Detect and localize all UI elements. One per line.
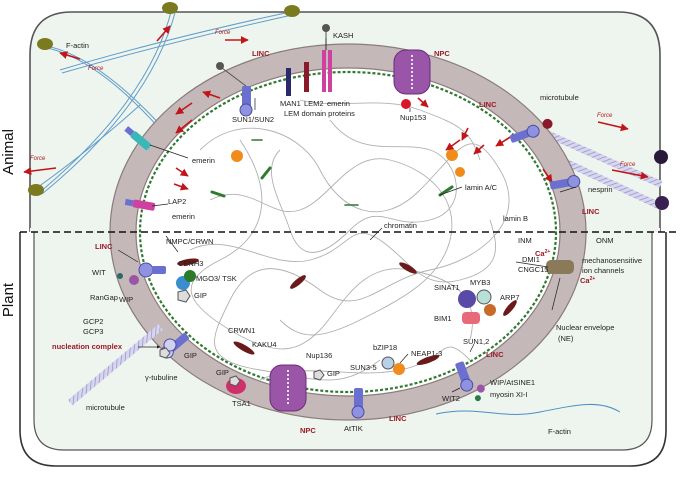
label-neap: NEAP1-3: [411, 349, 442, 358]
label-microtubule-plant: microtubule: [86, 403, 125, 412]
label-npc-bottom: NPC: [300, 426, 316, 435]
label-sun3-5: SUN3-5: [350, 363, 377, 372]
label-npc-top: NPC: [434, 49, 450, 58]
label-gamma-tubuline: γ-tubuline: [145, 373, 178, 382]
orange-proteins: [231, 149, 465, 177]
nucleation-complex: [67, 324, 177, 406]
label-bzip18: bZIP18: [373, 343, 397, 352]
label-mechanosensitive: mechanosensitive: [582, 256, 642, 265]
force-arrows: [23, 25, 649, 191]
label-wip: WIP: [119, 295, 133, 304]
label-ion-channels: ion channels: [582, 266, 624, 275]
label-ne: (NE): [558, 334, 574, 343]
label-nup136: Nup136: [306, 351, 332, 360]
plant-nuclear-proteins: [176, 270, 496, 394]
leader-lines: [117, 38, 577, 393]
label-wit: WIT: [92, 268, 106, 277]
label-chromatin: chromatin: [384, 221, 417, 230]
label-rangap: RanGap: [90, 293, 118, 302]
label-arp7: ARP7: [500, 293, 520, 302]
force-label-3: Force: [30, 156, 46, 162]
label-lap2: LAP2: [168, 197, 186, 206]
chromatin: [189, 99, 510, 381]
label-nmpc-crwn: NMPC/CRWN: [166, 237, 213, 246]
lamin-rods: [210, 139, 454, 206]
label-gip-3: GIP: [327, 369, 340, 378]
label-gip-2: GIP: [184, 351, 197, 360]
label-linc-6: LINC: [389, 414, 407, 423]
nuclear-lamina: [138, 70, 558, 394]
label-man1: MAN1: [280, 99, 301, 108]
label-linc-4: LINC: [95, 242, 113, 251]
label-nuclear-envelope: Nuclear envelope: [556, 323, 614, 332]
section-label-animal: Animal: [0, 129, 17, 175]
label-gcp2: GCP2: [83, 317, 103, 326]
label-cenh3: CENH3: [178, 259, 203, 268]
label-f-actin-top: F-actin: [66, 41, 89, 50]
linc-complexes: [117, 62, 581, 419]
label-gcp3: GCP3: [83, 327, 103, 336]
label-ca-1: Ca2+: [535, 249, 550, 258]
label-bim1: BIM1: [434, 314, 452, 323]
label-onm: ONM: [596, 236, 614, 245]
force-label-4: Force: [597, 113, 613, 119]
label-sinat1: SINAT1: [434, 283, 460, 292]
label-crwn1: CRWN1: [228, 326, 255, 335]
label-sun1-sun2: SUN1/SUN2: [232, 115, 274, 124]
label-linc-2: LINC: [479, 100, 497, 109]
label-myb3: MYB3: [470, 278, 490, 287]
label-emerin-mid: emerin: [192, 156, 215, 165]
label-linc-1: LINC: [252, 49, 270, 58]
label-dmi1: DMI1: [522, 255, 540, 264]
force-label-5: Force: [620, 162, 636, 168]
label-gip-4: GIP: [216, 368, 229, 377]
label-emerin-low: emerin: [172, 212, 195, 221]
label-microtubule-animal: microtubule: [540, 93, 579, 102]
label-wit2: WIT2: [442, 394, 460, 403]
label-emerin-top: emerin: [327, 99, 350, 108]
force-label-2: Force: [215, 30, 231, 36]
label-linc-3: LINC: [582, 207, 600, 216]
label-f-actin-bottom: F-actin: [548, 427, 571, 436]
label-tsa1: TSA1: [232, 399, 251, 408]
label-wip-atsine1: WIP/AtSINE1: [490, 378, 535, 387]
label-gip-1: GIP: [194, 291, 207, 300]
label-lem2: LEM2: [304, 99, 324, 108]
label-attik: AtTIK: [344, 424, 363, 433]
label-kaku4: KAKU4: [252, 340, 277, 349]
label-nucleation-complex: nucleation complex: [52, 342, 123, 351]
label-sun12: SUN1,2: [463, 337, 489, 346]
section-label-plant: Plant: [0, 282, 17, 317]
label-nesprin: nesprin: [588, 185, 613, 194]
label-lamin-ac: lamin A/C: [465, 183, 498, 192]
focal-adhesions: [28, 2, 300, 196]
label-inm: INM: [518, 236, 532, 245]
label-nup153: Nup153: [400, 113, 426, 122]
label-mgo3-tsk: MGO3/ TSK: [196, 274, 237, 283]
label-kash: KASH: [333, 31, 353, 40]
force-label-1: Force: [88, 66, 104, 72]
label-lamin-b: lamin B: [503, 214, 528, 223]
label-ca-2: Ca2+: [580, 276, 595, 285]
label-lem-domain: LEM domain proteins: [284, 109, 355, 118]
label-cngc15: CNGC15: [518, 265, 548, 274]
f-actin-plant: [435, 404, 621, 415]
npc-top: [393, 49, 431, 109]
npc-bottom: [269, 364, 307, 412]
chromatin-segments: [177, 258, 517, 365]
label-myosin: myosin XI-I: [490, 390, 528, 399]
label-linc-5: LINC: [486, 350, 504, 359]
